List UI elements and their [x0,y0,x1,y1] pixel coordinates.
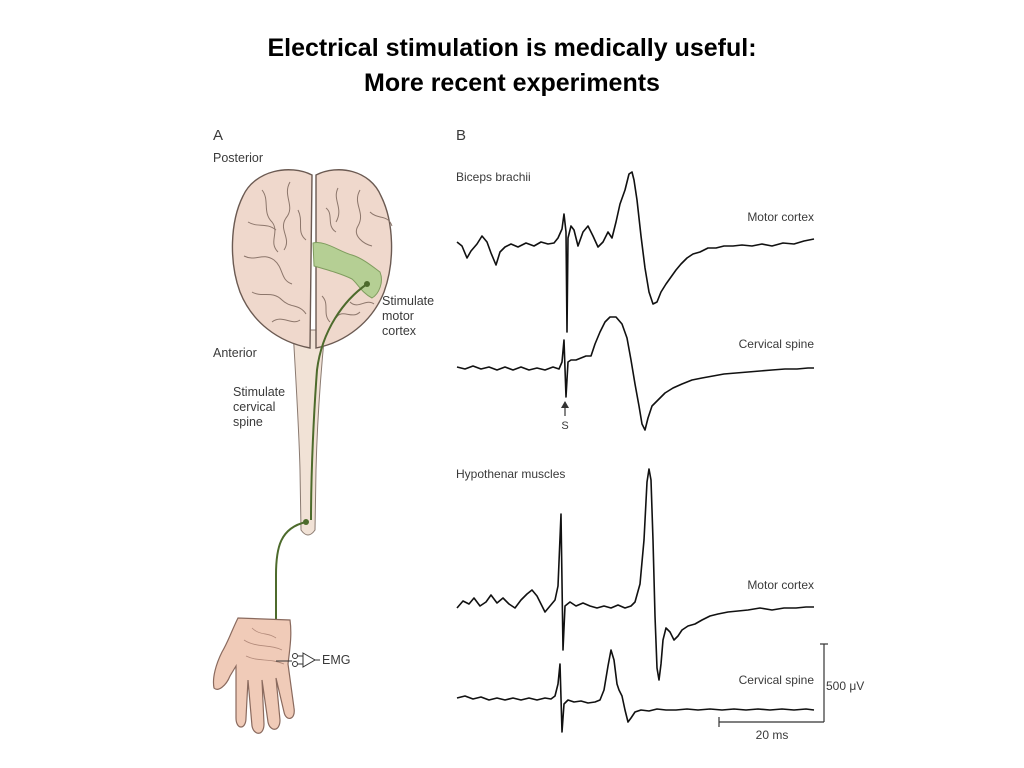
panel-a-letter: A [213,127,223,144]
slide-title-line1: Electrical stimulation is medically usef… [267,34,757,62]
hypothenar-motor-label: Motor cortex [747,578,814,592]
emg-electrode [276,652,320,668]
brain [231,169,393,349]
hand [212,617,295,734]
biceps-heading: Biceps brachii [456,170,531,184]
time-scale-label: 20 ms [756,728,789,742]
spine-stim-wire [275,521,307,661]
hypothenar-heading: Hypothenar muscles [456,467,565,481]
stim-motor-label: Stimulate motor cortex [382,294,438,338]
hypothenar-spine-trace [456,649,815,733]
stim-spine-label: Stimulate cervical spine [233,385,289,429]
panel-b-letter: B [456,127,466,144]
spinal-cord [292,329,326,536]
hypothenar-motor-trace [456,468,814,681]
voltage-scale-label: 500 μV [826,679,864,693]
hypothenar-spine-label: Cervical spine [739,673,815,687]
biceps-spine-label: Cervical spine [739,337,815,351]
biceps-spine-trace [456,316,814,431]
cortex-electrode [364,281,370,287]
spine-electrode [303,519,309,525]
stim-arrow [561,401,569,416]
anterior-label: Anterior [213,346,257,360]
slide-title-line2: More recent experiments [364,69,660,97]
biceps-motor-trace [456,171,815,333]
biceps-motor-label: Motor cortex [747,210,814,224]
emg-label: EMG [322,653,350,667]
scale-bars [718,643,828,727]
posterior-label: Posterior [213,151,263,165]
cortex-stim-wire [310,283,368,521]
hand-creases [243,627,285,665]
brain-gyri [243,181,393,323]
stim-marker-label: S [561,420,568,432]
